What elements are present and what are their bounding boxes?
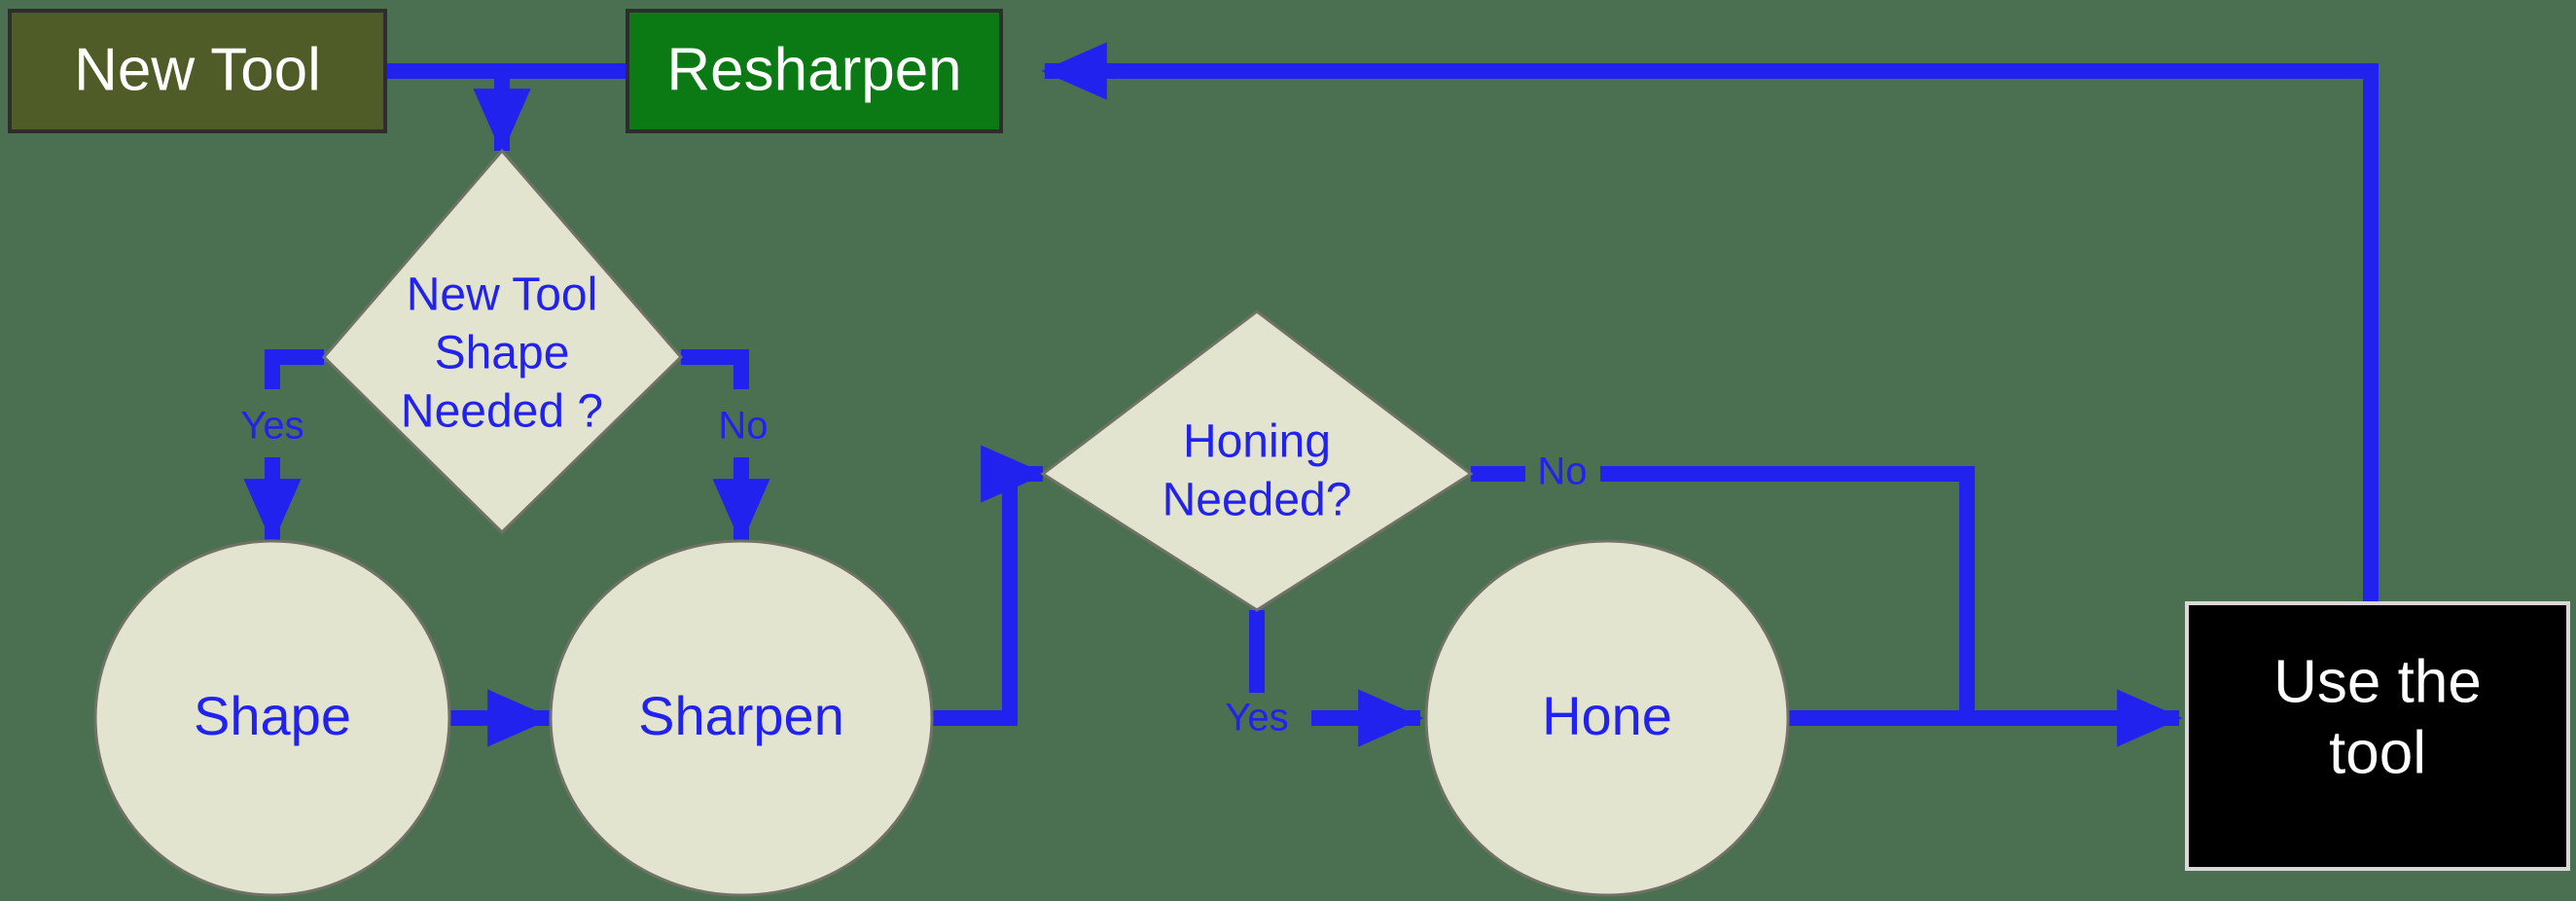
edge-label-shape-needed-yes: Yes <box>240 405 304 448</box>
node-use-the-tool-box[interactable] <box>2185 601 2570 871</box>
node-new-tool-shape-needed-line-1: New Tool <box>407 270 598 321</box>
node-new-tool-shape-needed[interactable]: New Tool Shape Needed ? <box>321 148 684 535</box>
node-new-tool[interactable]: New Tool <box>8 9 387 133</box>
edge-usetool-to-resharpen <box>1041 42 2379 603</box>
node-resharpen-box[interactable] <box>626 9 1003 133</box>
node-resharpen[interactable]: Resharpen <box>626 9 1003 133</box>
node-new-tool-shape-needed-diamond[interactable] <box>321 148 684 535</box>
node-use-the-tool[interactable]: Use the tool <box>2185 601 2570 871</box>
node-shape-ellipse[interactable] <box>93 539 451 897</box>
edge-shapedecision-yes-elbow <box>265 349 324 389</box>
edge-label-honing-needed-yes: Yes <box>1225 697 1288 739</box>
node-honing-needed[interactable]: Honing Needed? <box>1040 309 1474 612</box>
node-sharpen-ellipse[interactable] <box>549 539 934 897</box>
node-hone[interactable]: Hone <box>1424 539 1790 897</box>
node-shape[interactable]: Shape <box>93 539 451 897</box>
node-new-tool-shape-needed-line-2: Shape <box>435 328 570 379</box>
node-honing-needed-line-1: Honing <box>1183 416 1331 468</box>
edge-shapedecision-no-elbow <box>681 349 749 389</box>
node-new-tool-box[interactable] <box>8 9 387 133</box>
edge-sharpen-to-honing-decision <box>932 445 1047 726</box>
node-sharpen-label: Sharpen <box>638 685 844 746</box>
edge-honing-no-down <box>1600 466 1975 718</box>
node-resharpen-label: Resharpen <box>666 36 961 103</box>
node-use-the-tool-line-2: tool <box>2329 719 2426 786</box>
node-hone-ellipse[interactable] <box>1424 539 1790 897</box>
node-new-tool-label: New Tool <box>74 36 321 103</box>
node-honing-needed-line-2: Needed? <box>1163 475 1352 526</box>
edge-label-honing-needed-no: No <box>1537 450 1587 493</box>
node-honing-needed-diamond[interactable] <box>1040 309 1474 612</box>
node-hone-label: Hone <box>1542 685 1672 746</box>
node-new-tool-shape-needed-line-3: Needed ? <box>401 386 603 438</box>
node-shape-label: Shape <box>194 685 351 746</box>
node-sharpen[interactable]: Sharpen <box>549 539 934 897</box>
node-use-the-tool-line-1: Use the <box>2273 648 2482 715</box>
edge-label-shape-needed-no: No <box>718 405 768 448</box>
